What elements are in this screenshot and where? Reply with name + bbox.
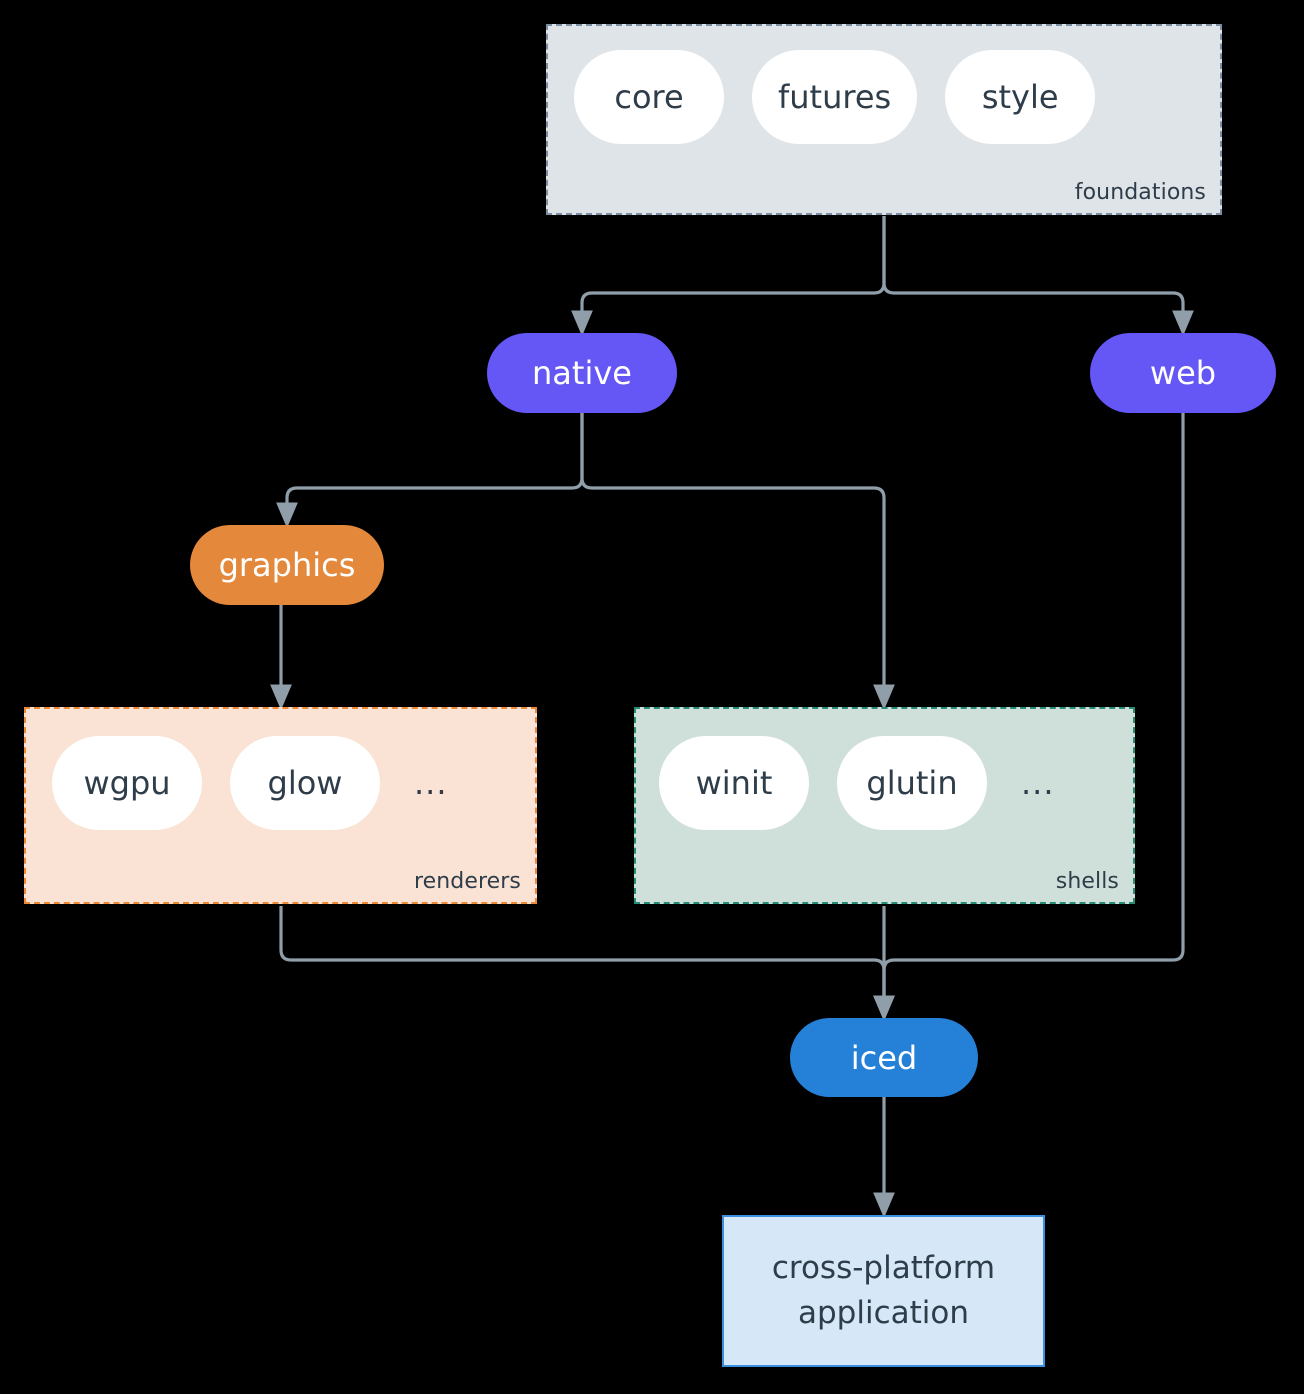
group-label-shells: shells [1055,869,1119,894]
shells-pill-row: winit glutin ... [659,736,1055,830]
group-label-renderers: renderers [413,869,521,894]
edge-native-graphics [276,413,584,529]
node-native[interactable]: native [487,333,677,413]
pill-style[interactable]: style [945,50,1096,144]
application-line-2: application [798,1295,969,1331]
edge-native-shells [580,413,895,711]
pill-winit[interactable]: winit [659,736,809,830]
node-graphics[interactable]: graphics [190,525,384,605]
application-line-1: cross-platform [771,1250,996,1287]
pill-glow[interactable]: glow [230,736,380,830]
group-label-foundations: foundations [1074,180,1206,205]
pill-futures[interactable]: futures [752,50,918,144]
group-shells: winit glutin ... shells [634,707,1135,904]
node-web[interactable]: web [1090,333,1276,413]
pill-core[interactable]: core [574,50,724,144]
renderers-pill-row: wgpu glow ... [52,736,448,830]
edge-foundations-native [571,216,886,337]
group-renderers: wgpu glow ... renderers [24,707,537,904]
node-cross-platform-application[interactable]: cross-platform application [722,1215,1045,1367]
edge-renderers-iced [279,906,895,1022]
group-foundations: core futures style foundations [546,24,1222,215]
node-iced[interactable]: iced [790,1018,978,1097]
shells-more-ellipsis: ... [1021,764,1055,802]
foundations-pill-row: core futures style [574,50,1096,144]
edge-foundations-web [882,216,1194,337]
pill-glutin[interactable]: glutin [837,736,987,830]
renderers-more-ellipsis: ... [414,764,448,802]
pill-wgpu[interactable]: wgpu [52,736,202,830]
